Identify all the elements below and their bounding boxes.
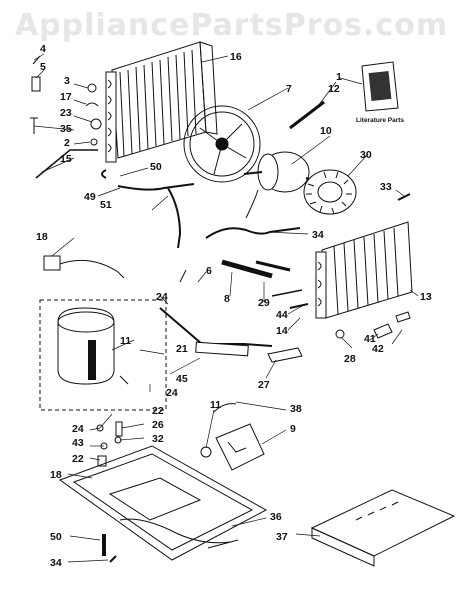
condenser-coil — [105, 41, 218, 163]
callout-label: 9 — [290, 423, 296, 435]
callout-label: 5 — [40, 61, 46, 73]
callout-label: 32 — [152, 433, 164, 445]
callout-label: 43 — [72, 437, 84, 449]
callout-label: 33 — [380, 181, 392, 193]
callout-label: 11 — [210, 399, 221, 411]
fan-motor — [243, 151, 319, 219]
callout-label: 24 — [166, 387, 178, 399]
callout-label: 7 — [286, 83, 292, 95]
callout-label: 15 — [60, 153, 72, 165]
callout-label: 42 — [372, 343, 384, 355]
callout-label: 24 — [156, 291, 168, 303]
callout-label: 14 — [276, 325, 288, 337]
callout-label: 50 — [50, 531, 62, 543]
callout-label: 3 — [64, 75, 70, 87]
literature-parts-booklet — [361, 61, 399, 112]
leader-lines — [33, 53, 419, 563]
callout-label: 28 — [344, 353, 356, 365]
callout-label: 24 — [72, 423, 84, 435]
callout-label: 11 — [120, 335, 131, 347]
callout-label: 36 — [270, 511, 282, 523]
callout-labels: 4 5 3 17 23 35 2 15 16 7 1 12 Literature… — [36, 43, 432, 569]
evaporator-coil — [315, 221, 413, 319]
clip — [395, 311, 411, 323]
callout-label: 16 — [230, 51, 242, 63]
part-28 — [267, 347, 303, 363]
watermark: AppliancePartsPros.com — [14, 8, 449, 43]
callout-label: 34 — [50, 557, 62, 569]
callout-label: 51 — [100, 199, 112, 211]
callout-label: 17 — [60, 91, 72, 103]
drain-pan — [310, 489, 456, 567]
mounting-bracket — [159, 269, 273, 357]
callout-label: 49 — [84, 191, 96, 203]
callout-label: 10 — [320, 125, 332, 137]
callout-label: 45 — [176, 373, 188, 385]
callout-label: 38 — [290, 403, 302, 415]
callout-label: 6 — [206, 265, 212, 277]
screw — [109, 555, 117, 563]
callout-label: 21 — [176, 343, 188, 355]
screw — [289, 100, 325, 130]
part-37 — [207, 539, 239, 549]
callout-label: 44 — [276, 309, 288, 321]
callout-label: 23 — [60, 107, 72, 119]
tube-assembly — [221, 259, 309, 309]
callout-label: 18 — [36, 231, 48, 243]
callout-label: 12 — [328, 83, 340, 95]
clip — [373, 323, 393, 339]
callout-label: 37 — [276, 531, 288, 543]
callout-label: 41 — [364, 333, 376, 345]
screw — [397, 193, 411, 201]
callout-label: 22 — [72, 453, 84, 465]
callout-label: 50 — [150, 161, 162, 173]
callout-label: 18 — [50, 469, 62, 481]
callout-label: 8 — [224, 293, 230, 305]
callout-label: 4 — [40, 43, 46, 55]
small-parts-column — [30, 55, 102, 179]
fan-blade — [183, 105, 261, 183]
compressor — [39, 299, 167, 411]
callout-label: 34 — [312, 229, 324, 241]
literature-label: Literature Parts — [356, 117, 404, 124]
control-bracket — [200, 403, 265, 471]
terminal-cover — [43, 255, 125, 279]
callout-label: 30 — [360, 149, 372, 161]
blower-wheel — [303, 169, 357, 215]
callout-label: 13 — [420, 291, 432, 303]
callout-label: 2 — [64, 137, 70, 149]
callout-label: 1 — [336, 71, 342, 83]
refrigerant-tubing — [101, 169, 301, 249]
callout-label: 35 — [60, 123, 72, 135]
callout-label: 22 — [152, 405, 164, 417]
callout-label: 29 — [258, 297, 270, 309]
base-pan — [58, 445, 268, 561]
callout-label: 27 — [258, 379, 270, 391]
callout-label: 26 — [152, 419, 164, 431]
part-31 — [335, 329, 345, 339]
